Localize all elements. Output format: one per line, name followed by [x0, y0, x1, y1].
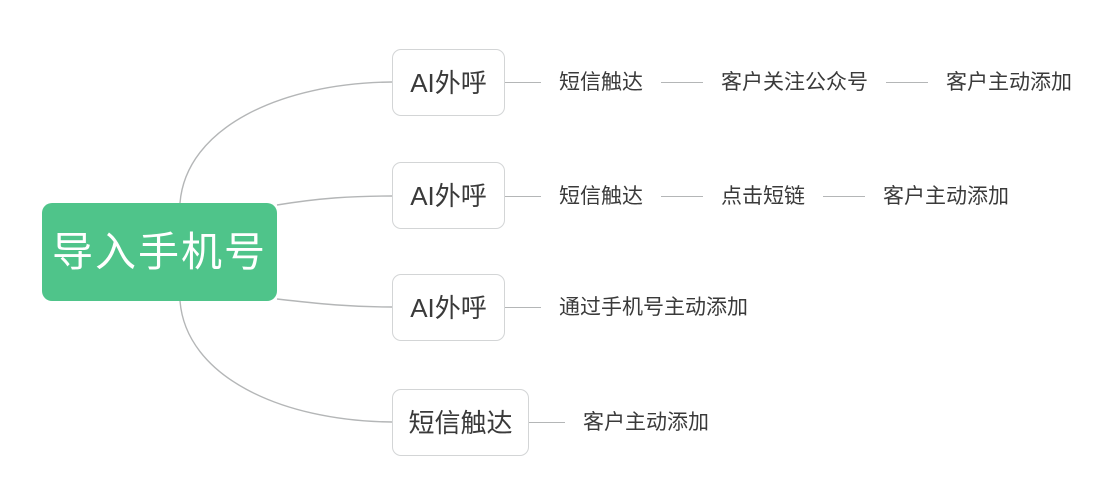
chain-2-connector-0 [505, 195, 541, 197]
branch-node-3-label: AI外呼 [410, 292, 487, 323]
chain-4-item-1[interactable]: 客户主动添加 [583, 410, 709, 434]
chain-4-connector-0 [529, 421, 565, 423]
branch-2-chain: 短信触达 点击短链 客户主动添加 [505, 184, 1027, 208]
chain-2-connector-2 [823, 195, 865, 197]
branch-node-4-label: 短信触达 [408, 407, 513, 438]
chain-1-item-3[interactable]: 客户主动添加 [946, 70, 1072, 94]
chain-1-connector-0 [505, 81, 541, 83]
root-to-branch-1-curve [179, 81, 393, 204]
chain-2-item-2[interactable]: 点击短链 [721, 184, 805, 208]
chain-2-connector-1 [661, 195, 703, 197]
root-to-branch-2-curve [276, 195, 393, 206]
branch-node-3[interactable]: AI外呼 [392, 274, 505, 341]
root-node[interactable]: 导入手机号 [42, 203, 277, 301]
branch-node-1[interactable]: AI外呼 [392, 49, 505, 116]
chain-1-connector-1 [661, 81, 703, 83]
chain-3-item-1[interactable]: 通过手机号主动添加 [559, 295, 748, 319]
chain-2-item-1[interactable]: 短信触达 [559, 184, 643, 208]
root-to-branch-3-curve [276, 298, 393, 308]
branch-node-2-label: AI外呼 [410, 180, 487, 211]
root-node-label: 导入手机号 [52, 228, 267, 275]
chain-2-item-3[interactable]: 客户主动添加 [883, 184, 1009, 208]
chain-1-connector-2 [886, 81, 928, 83]
branch-4-chain: 客户主动添加 [529, 410, 727, 434]
chain-3-connector-0 [505, 306, 541, 308]
chain-1-item-1[interactable]: 短信触达 [559, 70, 643, 94]
branch-1-chain: 短信触达 客户关注公众号 客户主动添加 [505, 70, 1090, 94]
branch-3-chain: 通过手机号主动添加 [505, 295, 766, 319]
branch-node-2[interactable]: AI外呼 [392, 162, 505, 229]
root-to-branch-4-curve [179, 300, 393, 423]
branch-node-1-label: AI外呼 [410, 67, 487, 98]
chain-1-item-2[interactable]: 客户关注公众号 [721, 70, 868, 94]
branch-node-4[interactable]: 短信触达 [392, 389, 529, 456]
